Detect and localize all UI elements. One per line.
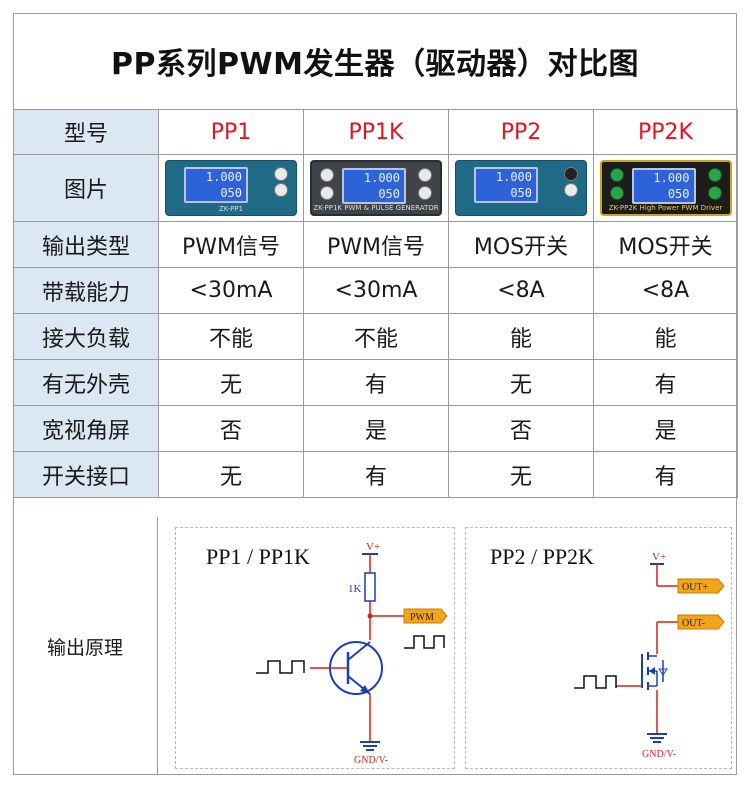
cell: 有 — [303, 451, 449, 498]
button-icon — [320, 168, 334, 182]
button-icon — [707, 168, 722, 182]
out-plus-tag-icon — [677, 578, 725, 594]
cell: 否 — [158, 405, 304, 452]
row-label: 型号 — [13, 109, 159, 155]
header-row: 型号 PP1 PP1K PP2 PP2K — [13, 109, 738, 155]
vplus-label: V+ — [652, 551, 666, 563]
spec-row-wide-angle: 宽视角屏 否 是 否 是 — [13, 405, 738, 452]
circuit-title-right: PP2 / PP2K — [490, 544, 594, 569]
cell: 无 — [158, 359, 304, 406]
button-icon — [418, 186, 432, 200]
row-label: 开关接口 — [13, 451, 159, 498]
out-minus-label: OUT- — [682, 618, 705, 629]
cell: 无 — [448, 359, 594, 406]
cell: PWM信号 — [158, 221, 304, 268]
pwm-tag-icon — [403, 608, 448, 624]
ground-label: GND/V- — [354, 755, 388, 766]
out-minus-tag-icon — [677, 614, 725, 630]
row-label: 带载能力 — [13, 267, 159, 314]
cell: 有 — [593, 359, 738, 406]
model-pp2k: PP2K — [593, 109, 738, 155]
input-wave-icon — [256, 660, 305, 674]
page-title: PP系列PWM发生器（驱动器）对比图 — [111, 47, 639, 82]
cell: 否 — [448, 405, 594, 452]
row-label: 输出原理 — [13, 517, 158, 775]
spec-row-heavy-load: 接大负载 不能 不能 能 能 — [13, 313, 738, 360]
model-pp1: PP1 — [158, 109, 304, 155]
vplus-label: V+ — [366, 541, 380, 553]
cell: PWM信号 — [303, 221, 449, 268]
cell: MOS开关 — [448, 221, 594, 268]
circuit-left: PP1 / PP1K V+ 1K PWM — [175, 527, 455, 769]
button-icon — [418, 168, 432, 182]
out-plus-label: OUT+ — [682, 582, 709, 593]
spec-row-output-type: 输出类型 PWM信号 PWM信号 MOS开关 MOS开关 — [13, 221, 738, 268]
cell: 是 — [303, 405, 449, 452]
input-wave-icon — [574, 675, 617, 689]
spec-row-switch-port: 开关接口 无 有 无 有 — [13, 451, 738, 498]
resistor-icon — [364, 572, 376, 602]
mosfet-circuit-diagram: V+ OUT+ OUT- — [574, 551, 725, 760]
cell: 能 — [593, 313, 738, 360]
button-icon — [609, 168, 624, 182]
spec-row-enclosure: 有无外壳 无 有 无 有 — [13, 359, 738, 406]
row-label: 宽视角屏 — [13, 405, 159, 452]
cell: 不能 — [303, 313, 449, 360]
mosfet-icon — [641, 652, 668, 690]
button-icon — [564, 183, 578, 197]
row-label: 接大负载 — [13, 313, 159, 360]
npn-circuit-diagram: V+ 1K PWM — [256, 541, 448, 766]
cell: 有 — [593, 451, 738, 498]
circuit-title-left: PP1 / PP1K — [206, 544, 310, 569]
circuit-right: PP2 / PP2K V+ OUT+ OUT- — [465, 527, 732, 769]
cell: 无 — [448, 451, 594, 498]
board-label: ZK-PP1 — [218, 205, 244, 213]
row-label: 图片 — [13, 154, 159, 222]
board-label: ZK-PP2K High Power PWM Driver — [608, 204, 723, 212]
cell: 无 — [158, 451, 304, 498]
cell: <30mA — [303, 267, 449, 314]
row-label: 输出类型 — [13, 221, 159, 268]
model-pp1k: PP1K — [303, 109, 449, 155]
pwm-tag-label: PWM — [410, 612, 434, 623]
cell: <30mA — [158, 267, 304, 314]
cell: <8A — [448, 267, 594, 314]
cell: <8A — [593, 267, 738, 314]
mosfet-icon — [564, 167, 578, 181]
button-icon — [609, 186, 624, 200]
board-label: ZK-PP1K PWM & PULSE GENERATOR — [313, 204, 439, 212]
cell: 不能 — [158, 313, 304, 360]
row-label: 有无外壳 — [13, 359, 159, 406]
cell: 是 — [593, 405, 738, 452]
button-icon — [274, 167, 288, 181]
button-icon — [707, 186, 722, 200]
resistor-label: 1K — [348, 583, 362, 595]
cell: 能 — [448, 313, 594, 360]
output-wave-icon — [404, 635, 445, 649]
model-pp2: PP2 — [448, 109, 594, 155]
cell: MOS开关 — [593, 221, 738, 268]
ground-label: GND/V- — [642, 749, 676, 760]
cell: 有 — [303, 359, 449, 406]
output-principle-row: 输出原理 PP1 / PP1K V+ 1K PWM — [13, 517, 737, 775]
button-icon — [274, 183, 288, 197]
spec-row-load-capacity: 带载能力 <30mA <30mA <8A <8A — [13, 267, 738, 314]
button-icon — [320, 186, 334, 200]
